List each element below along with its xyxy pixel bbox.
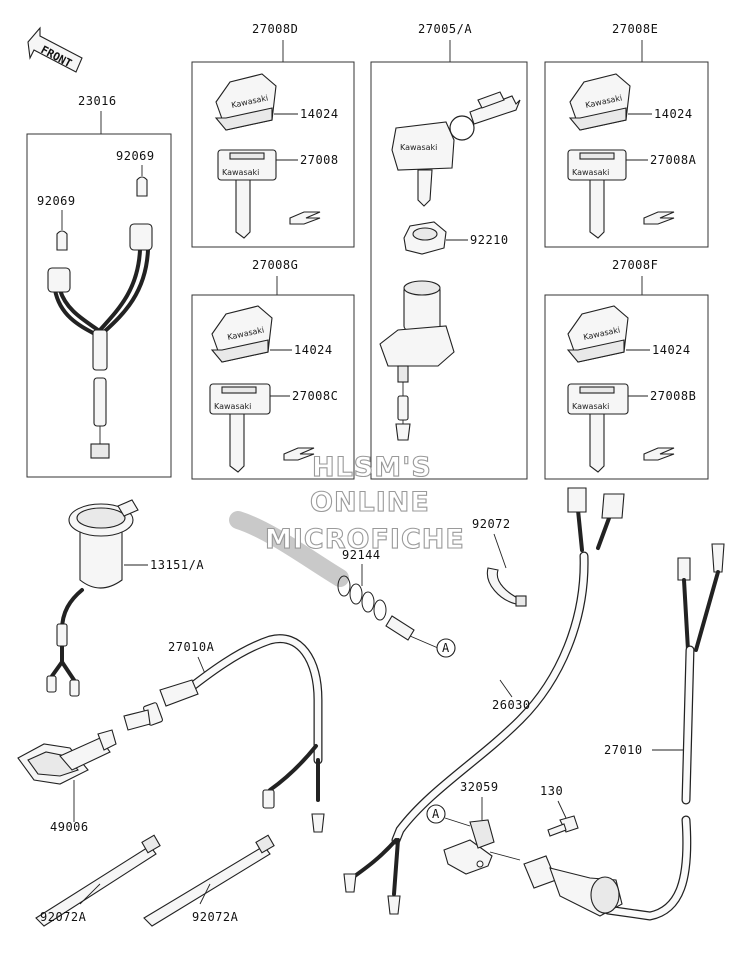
- label-14024-1: 14024: [300, 107, 339, 121]
- key-cap-icon: Kawasaki: [210, 305, 273, 363]
- watermark: HLSM'S ONLINE MICROFICHE: [264, 451, 465, 555]
- group-32059: 32059 A: [426, 780, 521, 875]
- label-23016: 23016: [78, 94, 117, 108]
- nut-92210-icon: [403, 221, 447, 255]
- choke-cable-27010A-icon: [123, 634, 325, 833]
- throttle-cable-27010-icon: [603, 543, 725, 921]
- cable-tie-icon: [143, 845, 271, 927]
- label-27010A: 27010A: [168, 640, 215, 654]
- key-cap-icon: Kawasaki: [568, 73, 631, 131]
- label-14024-3: 14024: [294, 343, 333, 357]
- group-49006: 49006: [17, 729, 117, 834]
- label-92210: 92210: [470, 233, 509, 247]
- group-92072A-2: 92072A: [143, 834, 275, 927]
- label-92069-a: 92069: [116, 149, 155, 163]
- label-27010: 27010: [604, 743, 643, 757]
- svg-text:Kawasaki: Kawasaki: [400, 143, 437, 152]
- ignition-key-set-icon: Kawasaki: [391, 91, 521, 207]
- cable-holder-49006-icon: [17, 729, 117, 785]
- label-27008F: 27008F: [612, 258, 658, 272]
- group-26030: 26030: [343, 487, 625, 915]
- group-27010A: 27010A: [123, 634, 325, 833]
- group-23016: 23016 92069 92069: [26, 94, 172, 478]
- group-130: 130: [523, 784, 623, 917]
- key-icon: Kawasaki: [567, 149, 627, 239]
- label-130: 130: [540, 784, 563, 798]
- key-tag-icon: [289, 211, 321, 225]
- group-27008G: 27008G Kawasaki 14024 Kawasaki 27008C: [191, 258, 355, 480]
- group-13151A: 13151/A: [46, 499, 204, 697]
- key-icon: Kawasaki: [567, 383, 629, 473]
- label-14024-4: 14024: [652, 343, 691, 357]
- group-27005A: 27005/A Kawasaki 92210: [370, 22, 528, 480]
- label-27008C: 27008C: [292, 389, 338, 403]
- label-27008D: 27008D: [252, 22, 298, 36]
- label-26030: 26030: [492, 698, 531, 712]
- key-icon: Kawasaki: [217, 149, 277, 239]
- ref-mark-A: [436, 638, 456, 658]
- spring-92144-icon: [337, 575, 415, 641]
- label-92069-b: 92069: [37, 194, 76, 208]
- cable-tie-icon: [35, 845, 157, 927]
- stop-switch-icon: [523, 855, 623, 917]
- label-92144: 92144: [342, 548, 381, 562]
- group-27008D: 27008D Kawasaki 14024 Kawasaki 27008: [191, 22, 355, 248]
- key-cap-icon: Kawasaki: [214, 73, 277, 131]
- label-27008E: 27008E: [612, 22, 658, 36]
- label-13151A: 13151/A: [150, 558, 204, 572]
- group-27008F: 27008F Kawasaki 14024 Kawasaki 27008B: [544, 258, 709, 480]
- label-92072A-1: 92072A: [40, 910, 87, 924]
- group-92072A-1: 92072A: [35, 834, 161, 927]
- key-tag-icon: [643, 211, 675, 225]
- harness-26030-icon: [343, 487, 625, 915]
- label-27008: 27008: [300, 153, 339, 167]
- bracket-32059-icon: [443, 819, 495, 875]
- ref-mark-A-2: [426, 804, 446, 824]
- label-14024-2: 14024: [654, 107, 693, 121]
- label-27008B: 27008B: [650, 389, 696, 403]
- key-tag-icon: [283, 447, 315, 461]
- svg-text:A: A: [442, 641, 450, 655]
- key-tag-icon: [643, 447, 675, 461]
- power-socket-icon: [46, 499, 139, 697]
- connector-cap-icon: [56, 230, 68, 251]
- svg-text:Kawasaki: Kawasaki: [572, 168, 609, 177]
- key-cap-icon: Kawasaki: [566, 305, 629, 363]
- frame-23016: [26, 133, 172, 478]
- connector-cap-icon: [136, 176, 148, 197]
- svg-text:Kawasaki: Kawasaki: [214, 402, 251, 411]
- svg-text:Kawasaki: Kawasaki: [572, 402, 609, 411]
- label-27005A: 27005/A: [418, 22, 472, 36]
- group-27010: 27010: [603, 543, 725, 921]
- label-92072-a: 92072: [472, 517, 511, 531]
- watermark-line-3: MICROFICHE: [265, 524, 465, 555]
- group-27008E: 27008E Kawasaki 14024 Kawasaki 27008A: [544, 22, 709, 248]
- label-32059: 32059: [460, 780, 499, 794]
- group-92072: 92072: [472, 517, 527, 607]
- harness-23016-icon: [47, 223, 153, 459]
- watermark-line-2: ONLINE: [310, 487, 430, 518]
- group-92144: 92144 A: [229, 511, 456, 658]
- svg-text:A: A: [432, 807, 440, 821]
- bolt-130-icon: [547, 815, 579, 837]
- label-27008A: 27008A: [650, 153, 697, 167]
- svg-text:Kawasaki: Kawasaki: [222, 168, 259, 177]
- label-27008G: 27008G: [252, 258, 298, 272]
- watermark-line-1: HLSM'S: [312, 452, 432, 483]
- label-49006: 49006: [50, 820, 89, 834]
- key-icon: Kawasaki: [209, 383, 271, 473]
- label-92072A-2: 92072A: [192, 910, 239, 924]
- front-arrow-icon: FRONT: [27, 26, 83, 73]
- ignition-switch-icon: [379, 280, 455, 441]
